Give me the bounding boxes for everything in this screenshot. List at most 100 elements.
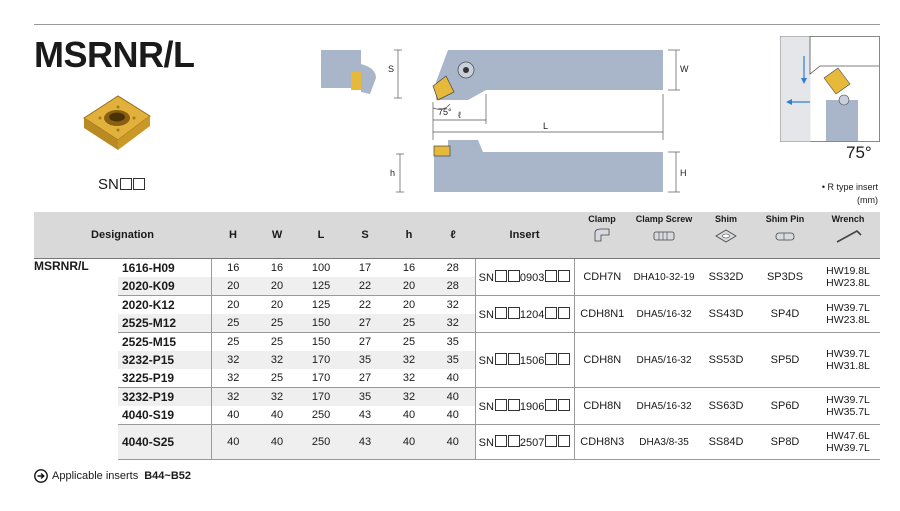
dim-cell-W: 16 xyxy=(255,258,300,277)
dim-cell-L: 150 xyxy=(299,332,344,351)
dim-cell-h: 20 xyxy=(387,277,432,296)
shim-pin-cell: SP4D xyxy=(754,295,817,333)
shim-pin-cell: SP3DS xyxy=(754,258,817,296)
shim-cell: SS53D xyxy=(698,332,755,388)
clamp-screw-cell: DHA5/16-32 xyxy=(630,387,699,425)
dim-cell-S: 27 xyxy=(343,369,388,388)
col-clamp: Clamp xyxy=(574,212,631,259)
dim-s: S xyxy=(388,64,394,74)
designation-cell: 4040-S25 xyxy=(118,424,212,460)
dim-cell-l: 35 xyxy=(431,351,476,369)
machining-diagram xyxy=(780,36,880,142)
dim-l-small: ℓ xyxy=(458,110,462,120)
dim-cell-l: 28 xyxy=(431,258,476,277)
designation-cell: 4040-S19 xyxy=(118,406,212,425)
dim-cell-S: 43 xyxy=(343,424,388,460)
pin-icon xyxy=(775,232,795,241)
dim-cell-W: 25 xyxy=(255,314,300,333)
clamp-cell: CDH7N xyxy=(573,258,631,296)
dim-cell-L: 100 xyxy=(299,258,344,277)
dim-cell-W: 20 xyxy=(255,277,300,296)
col-insert: Insert xyxy=(475,212,575,259)
dim-cell-H: 25 xyxy=(210,332,256,351)
clamp-cell: CDH8N xyxy=(573,387,631,425)
insert-code: SN xyxy=(98,176,145,193)
series-label: MSRNR/L xyxy=(34,258,118,460)
dim-cell-L: 170 xyxy=(299,351,344,369)
shim-pin-cell: SP5D xyxy=(754,332,817,388)
clamp-screw-cell: DHA5/16-32 xyxy=(630,332,699,388)
designation-cell: 1616-H09 xyxy=(118,258,212,277)
dim-cell-S: 35 xyxy=(343,387,388,406)
dim-cell-H: 32 xyxy=(210,369,256,388)
col-shim-pin: Shim Pin xyxy=(754,212,817,259)
dim-cell-W: 25 xyxy=(255,369,300,388)
designation-cell: 2020-K12 xyxy=(118,295,212,314)
dim-cell-S: 27 xyxy=(343,314,388,333)
clamp-screw-cell: DHA10-32-19 xyxy=(630,258,699,296)
designation-cell: 2020-K09 xyxy=(118,277,212,296)
dim-l: L xyxy=(543,121,548,131)
arrow-circle-icon xyxy=(34,469,48,483)
shim-pin-cell: SP6D xyxy=(754,387,817,425)
dim-cell-S: 17 xyxy=(343,258,388,277)
dim-cell-L: 125 xyxy=(299,277,344,296)
dim-cell-l: 28 xyxy=(431,277,476,296)
page-title: MSRNR/L xyxy=(34,34,195,75)
dim-cell-h: 32 xyxy=(387,369,432,388)
col-wrench: Wrench xyxy=(816,212,881,259)
dim-cell-L: 170 xyxy=(299,387,344,406)
dim-cell-l: 40 xyxy=(431,369,476,388)
col-l: L xyxy=(299,212,344,259)
designation-cell: 2525-M15 xyxy=(118,332,212,351)
shim-cell: SS43D xyxy=(698,295,755,333)
col-l-small: ℓ xyxy=(431,212,476,259)
designation-cell: 2525-M12 xyxy=(118,314,212,333)
dim-cell-h: 32 xyxy=(387,387,432,406)
dim-cell-H: 40 xyxy=(210,406,256,425)
dim-cell-l: 35 xyxy=(431,332,476,351)
dim-cell-H: 25 xyxy=(210,314,256,333)
wrench-icon xyxy=(836,230,862,243)
screw-icon xyxy=(653,231,675,241)
dim-cell-h: 25 xyxy=(387,314,432,333)
shim-pin-cell: SP8D xyxy=(754,424,817,460)
dim-cell-h: 25 xyxy=(387,332,432,351)
dim-cell-h: 16 xyxy=(387,258,432,277)
dim-cell-S: 43 xyxy=(343,406,388,425)
dim-cell-h: 40 xyxy=(387,424,432,460)
insert-image xyxy=(83,95,151,150)
shim-cell: SS63D xyxy=(698,387,755,425)
dim-cell-H: 20 xyxy=(210,295,256,314)
dim-cell-H: 32 xyxy=(210,351,256,369)
dim-cell-H: 20 xyxy=(210,277,256,296)
dim-cell-L: 250 xyxy=(299,406,344,425)
dim-cell-H: 40 xyxy=(210,424,256,460)
dim-cell-W: 32 xyxy=(255,351,300,369)
dim-cell-h: 32 xyxy=(387,351,432,369)
dim-cell-H: 32 xyxy=(210,387,256,406)
clamp-cell: CDH8N3 xyxy=(573,424,631,460)
dim-cell-S: 35 xyxy=(343,351,388,369)
top-rule xyxy=(34,24,880,25)
dim-cell-W: 20 xyxy=(255,295,300,314)
clamp-icon xyxy=(594,228,610,242)
dim-cell-W: 32 xyxy=(255,387,300,406)
col-s: S xyxy=(343,212,388,259)
dim-cell-L: 170 xyxy=(299,369,344,388)
col-h-upper: H xyxy=(211,212,256,259)
dim-cell-l: 32 xyxy=(431,295,476,314)
